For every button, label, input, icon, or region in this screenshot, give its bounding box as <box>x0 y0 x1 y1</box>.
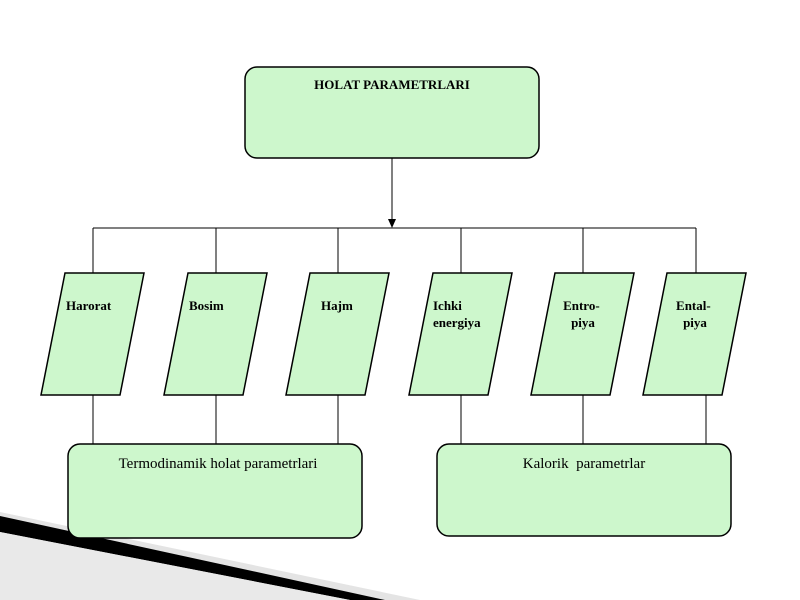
parameter-node: Bosim <box>163 272 268 396</box>
group-box-caloric <box>436 443 732 537</box>
parameter-shape <box>408 272 513 396</box>
parameter-shape <box>285 272 390 396</box>
parameter-node: Ental- piya <box>642 272 747 396</box>
title-label: HOLAT PARAMETRLARI <box>314 77 470 92</box>
group-label-thermodynamic: Termodinamik holat parametrlari <box>119 456 318 472</box>
parameter-label: Ental- piya <box>676 298 714 330</box>
group-connectors <box>92 395 707 444</box>
parameter-node: Harorat <box>40 272 145 396</box>
parameter-label: Harorat <box>66 298 112 313</box>
arrow-head <box>388 219 396 228</box>
parameter-shape <box>40 272 145 396</box>
parameter-label: Entro- piya <box>563 298 603 330</box>
group-box-thermodynamic <box>67 443 363 539</box>
parameter-node: Entro- piya <box>530 272 635 396</box>
parameter-shape <box>642 272 747 396</box>
parameter-label: Hajm <box>321 298 353 313</box>
corner-light-fill <box>0 532 350 600</box>
branch-drops <box>92 228 697 273</box>
parameter-label: Bosim <box>189 298 224 313</box>
parameter-node: Hajm <box>285 272 390 396</box>
parameter-shape <box>530 272 635 396</box>
parameter-node: Ichki energiya <box>408 272 513 396</box>
parameter-shape <box>163 272 268 396</box>
parameter-label: Ichki energiya <box>433 298 481 330</box>
group-label-caloric: Kalorik parametrlar <box>523 456 645 472</box>
